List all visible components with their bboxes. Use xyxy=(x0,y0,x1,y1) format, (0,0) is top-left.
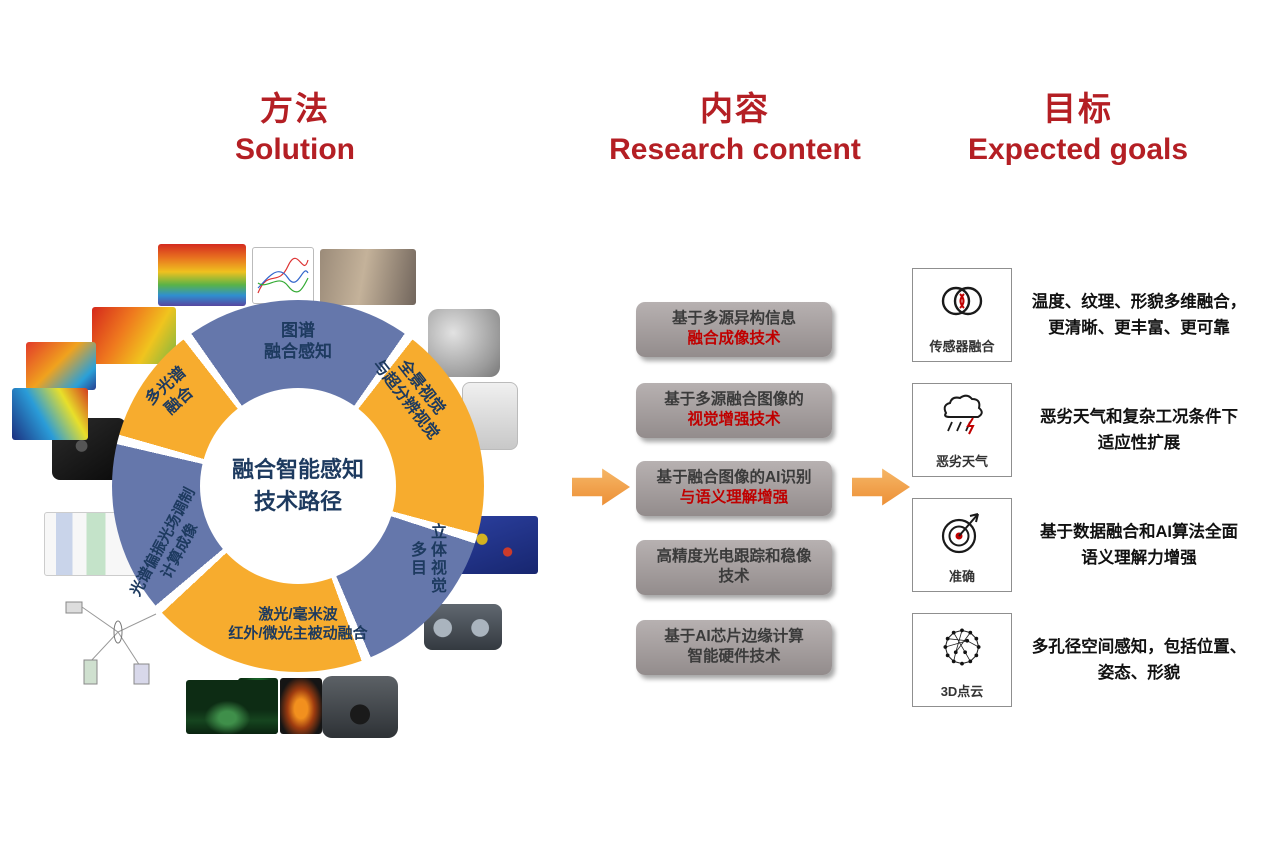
research-box-tracking-stabilization: 高精度光电跟踪和稳像 技术 xyxy=(636,540,832,595)
goal-card-accuracy: 准确 xyxy=(912,498,1012,592)
goal-text-point-cloud: 多孔径空间感知，包括位置、 姿态、形貌 xyxy=(1020,635,1258,686)
wheel-segment-label-stereo-vision: 多目 立体视觉 xyxy=(406,500,470,618)
research-box0-line1: 基于多源异构信息 xyxy=(671,310,796,327)
goal-text2-line2: 语义理解力增强 xyxy=(1081,548,1197,567)
goal-card3-label: 3D点云 xyxy=(940,684,984,699)
gimbal-camera-device xyxy=(322,676,398,738)
segment0-line2: 融合感知 xyxy=(264,342,332,362)
goal-text-accuracy: 基于数据融合和AI算法全面 语义理解力增强 xyxy=(1020,520,1258,571)
flow-arrow-content-to-goals xyxy=(852,468,910,506)
accuracy-target-icon xyxy=(936,506,988,563)
goal-card-3d-point-cloud: 3D点云 xyxy=(912,613,1012,707)
research-box4-line2: 智能硬件技术 xyxy=(687,648,781,666)
segment3-line1: 激光/毫米波 xyxy=(258,606,338,623)
header-goals-zh: 目标 xyxy=(1043,90,1113,127)
segment2-line1: 多目 xyxy=(408,541,425,577)
spectra-curves-chart-image xyxy=(252,247,314,304)
bad-weather-icon xyxy=(936,391,988,446)
research-box-ai-recognition: 基于融合图像的AI识别 与语义理解增强 xyxy=(636,461,832,516)
optical-path-icon xyxy=(65,601,157,685)
research-box4-line1: 基于AI芯片边缘计算 xyxy=(664,628,804,645)
goal-text2-line1: 基于数据融合和AI算法全面 xyxy=(1040,523,1238,541)
research-box-fusion-imaging: 基于多源异构信息 融合成像技术 xyxy=(636,302,832,357)
goal-text-bad-weather: 恶劣天气和复杂工况条件下 适应性扩展 xyxy=(1020,405,1258,456)
segment0-line1: 图谱 xyxy=(281,321,315,340)
header-goals-en: Expected goals xyxy=(967,133,1189,166)
goal-text-sensor-fusion: 温度、纹理、形貌多维融合， 更清晰、更丰富、更可靠 xyxy=(1020,290,1258,341)
segment3-line2: 红外/微光主被动融合 xyxy=(228,624,368,642)
goal-card1-label: 恶劣天气 xyxy=(935,454,988,469)
spectral-cube-image xyxy=(158,244,246,306)
header-solution: 方法 Solution xyxy=(170,82,420,167)
spectra-curves-icon xyxy=(257,257,309,294)
research-box3-line2: 技术 xyxy=(718,568,750,586)
pipeline-photo xyxy=(320,249,416,305)
wheel-segment-label-spectral-fusion: 图谱 融合感知 xyxy=(230,320,366,363)
stereo-camera-device xyxy=(424,604,502,650)
wheel-segment-label-active-passive-fusion: 激光/毫米波 红外/微光主被动融合 xyxy=(200,606,396,644)
thermal-sample-image-2 xyxy=(12,388,88,440)
research-box1-line1: 基于多源融合图像的 xyxy=(664,391,804,408)
header-content-zh: 内容 xyxy=(700,90,770,127)
wheel-center-text: 融合智能感知 技术路径 xyxy=(232,454,364,518)
header-expected-goals: 目标 Expected goals xyxy=(938,82,1218,167)
thermal-sample-image-1 xyxy=(26,342,96,390)
wheel-center-line2: 技术路径 xyxy=(253,489,342,514)
research-box-edge-computing-hardware: 基于AI芯片边缘计算 智能硬件技术 xyxy=(636,620,832,675)
goal-text1-line1: 恶劣天气和复杂工况条件下 xyxy=(1040,408,1238,426)
solution-wheel: 融合智能感知 技术路径 xyxy=(112,300,484,672)
goal-text3-line2: 姿态、形貌 xyxy=(1097,663,1181,682)
research-box3-line1: 高精度光电跟踪和稳像 xyxy=(656,548,812,565)
flow-arrow-solution-to-content xyxy=(572,468,630,506)
header-solution-zh: 方法 xyxy=(260,90,330,127)
night-vision-ship-image xyxy=(186,680,278,734)
research-box-vision-enhancement: 基于多源融合图像的 视觉增强技术 xyxy=(636,383,832,438)
research-box0-line2: 融合成像技术 xyxy=(687,330,781,348)
segment2-line2: 立体视觉 xyxy=(428,523,445,595)
header-solution-en: Solution xyxy=(235,133,355,166)
point-cloud-icon xyxy=(936,621,988,678)
goal-text0-line1: 温度、纹理、形貌多维融合， xyxy=(1031,293,1247,311)
goal-card0-label: 传感器融合 xyxy=(929,339,995,354)
header-content-en: Research content xyxy=(609,133,861,166)
thermal-strawberries-image xyxy=(92,307,176,364)
research-box2-line1: 基于融合图像的AI识别 xyxy=(656,469,812,486)
research-box2-line2: 与语义理解增强 xyxy=(679,489,789,507)
goal-text0-line2: 更清晰、更丰富、更可靠 xyxy=(1048,318,1230,337)
sensor-fusion-icon xyxy=(936,276,988,331)
goal-card-bad-weather: 恶劣天气 xyxy=(912,383,1012,477)
thermal-person-image xyxy=(280,678,322,734)
goal-card-sensor-fusion: 传感器融合 xyxy=(912,268,1012,362)
optical-path-diagram xyxy=(58,594,170,702)
goal-text1-line2: 适应性扩展 xyxy=(1097,433,1181,452)
research-box1-line2: 视觉增强技术 xyxy=(687,411,781,429)
wheel-center-line1: 融合智能感知 xyxy=(231,457,364,483)
wheel-center: 融合智能感知 技术路径 xyxy=(200,388,396,584)
header-research-content: 内容 Research content xyxy=(590,82,880,167)
goal-card2-label: 准确 xyxy=(948,569,975,584)
goal-text3-line1: 多孔径空间感知，包括位置、 xyxy=(1031,638,1247,656)
